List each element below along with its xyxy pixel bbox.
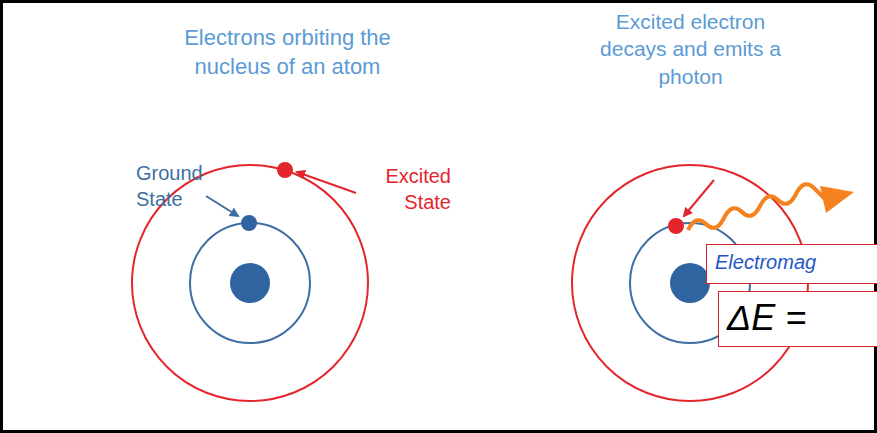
- state-label: Ground State: [136, 160, 216, 212]
- box-text: Electromag: [715, 251, 872, 273]
- panel-heading: Excited electron decays and emits a phot…: [598, 8, 783, 90]
- box-text: ΔE =: [727, 298, 872, 338]
- panel-heading: Electrons orbiting the nucleus of an ato…: [160, 24, 415, 81]
- equation-box: ΔE =: [718, 291, 877, 347]
- photon-wave: [688, 184, 826, 230]
- callout-box: Electromag: [706, 244, 877, 284]
- state-label: Excited State: [355, 163, 451, 215]
- photon-arrowhead: [820, 186, 854, 213]
